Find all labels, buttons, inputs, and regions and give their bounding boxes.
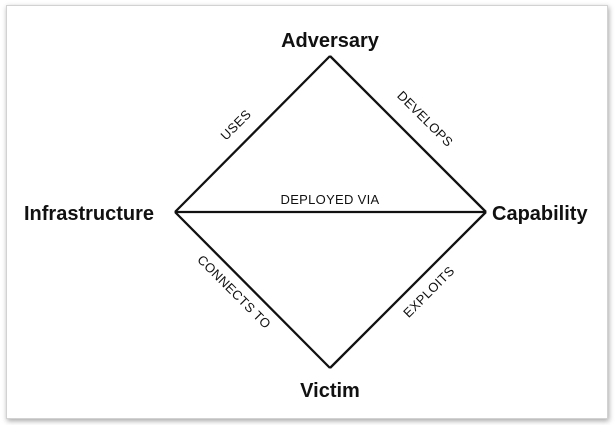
node-capability: Capability	[492, 203, 588, 225]
node-adversary: Adversary	[281, 30, 380, 52]
edge-label-deployed-via: DEPLOYED VIA	[281, 192, 380, 207]
edge-infrastructure-victim	[174, 211, 331, 369]
node-victim: Victim	[300, 380, 360, 402]
edge-label-develops: DEVELOPS	[394, 88, 456, 150]
edge-adversary-capability	[329, 55, 487, 213]
edge-adversary-infrastructure	[174, 55, 331, 213]
node-infrastructure: Infrastructure	[24, 203, 154, 225]
edge-label-exploits: EXPLOITS	[400, 263, 457, 320]
edge-capability-victim	[329, 211, 487, 369]
edge-label-connects-to: CONNECTS TO	[194, 252, 274, 332]
